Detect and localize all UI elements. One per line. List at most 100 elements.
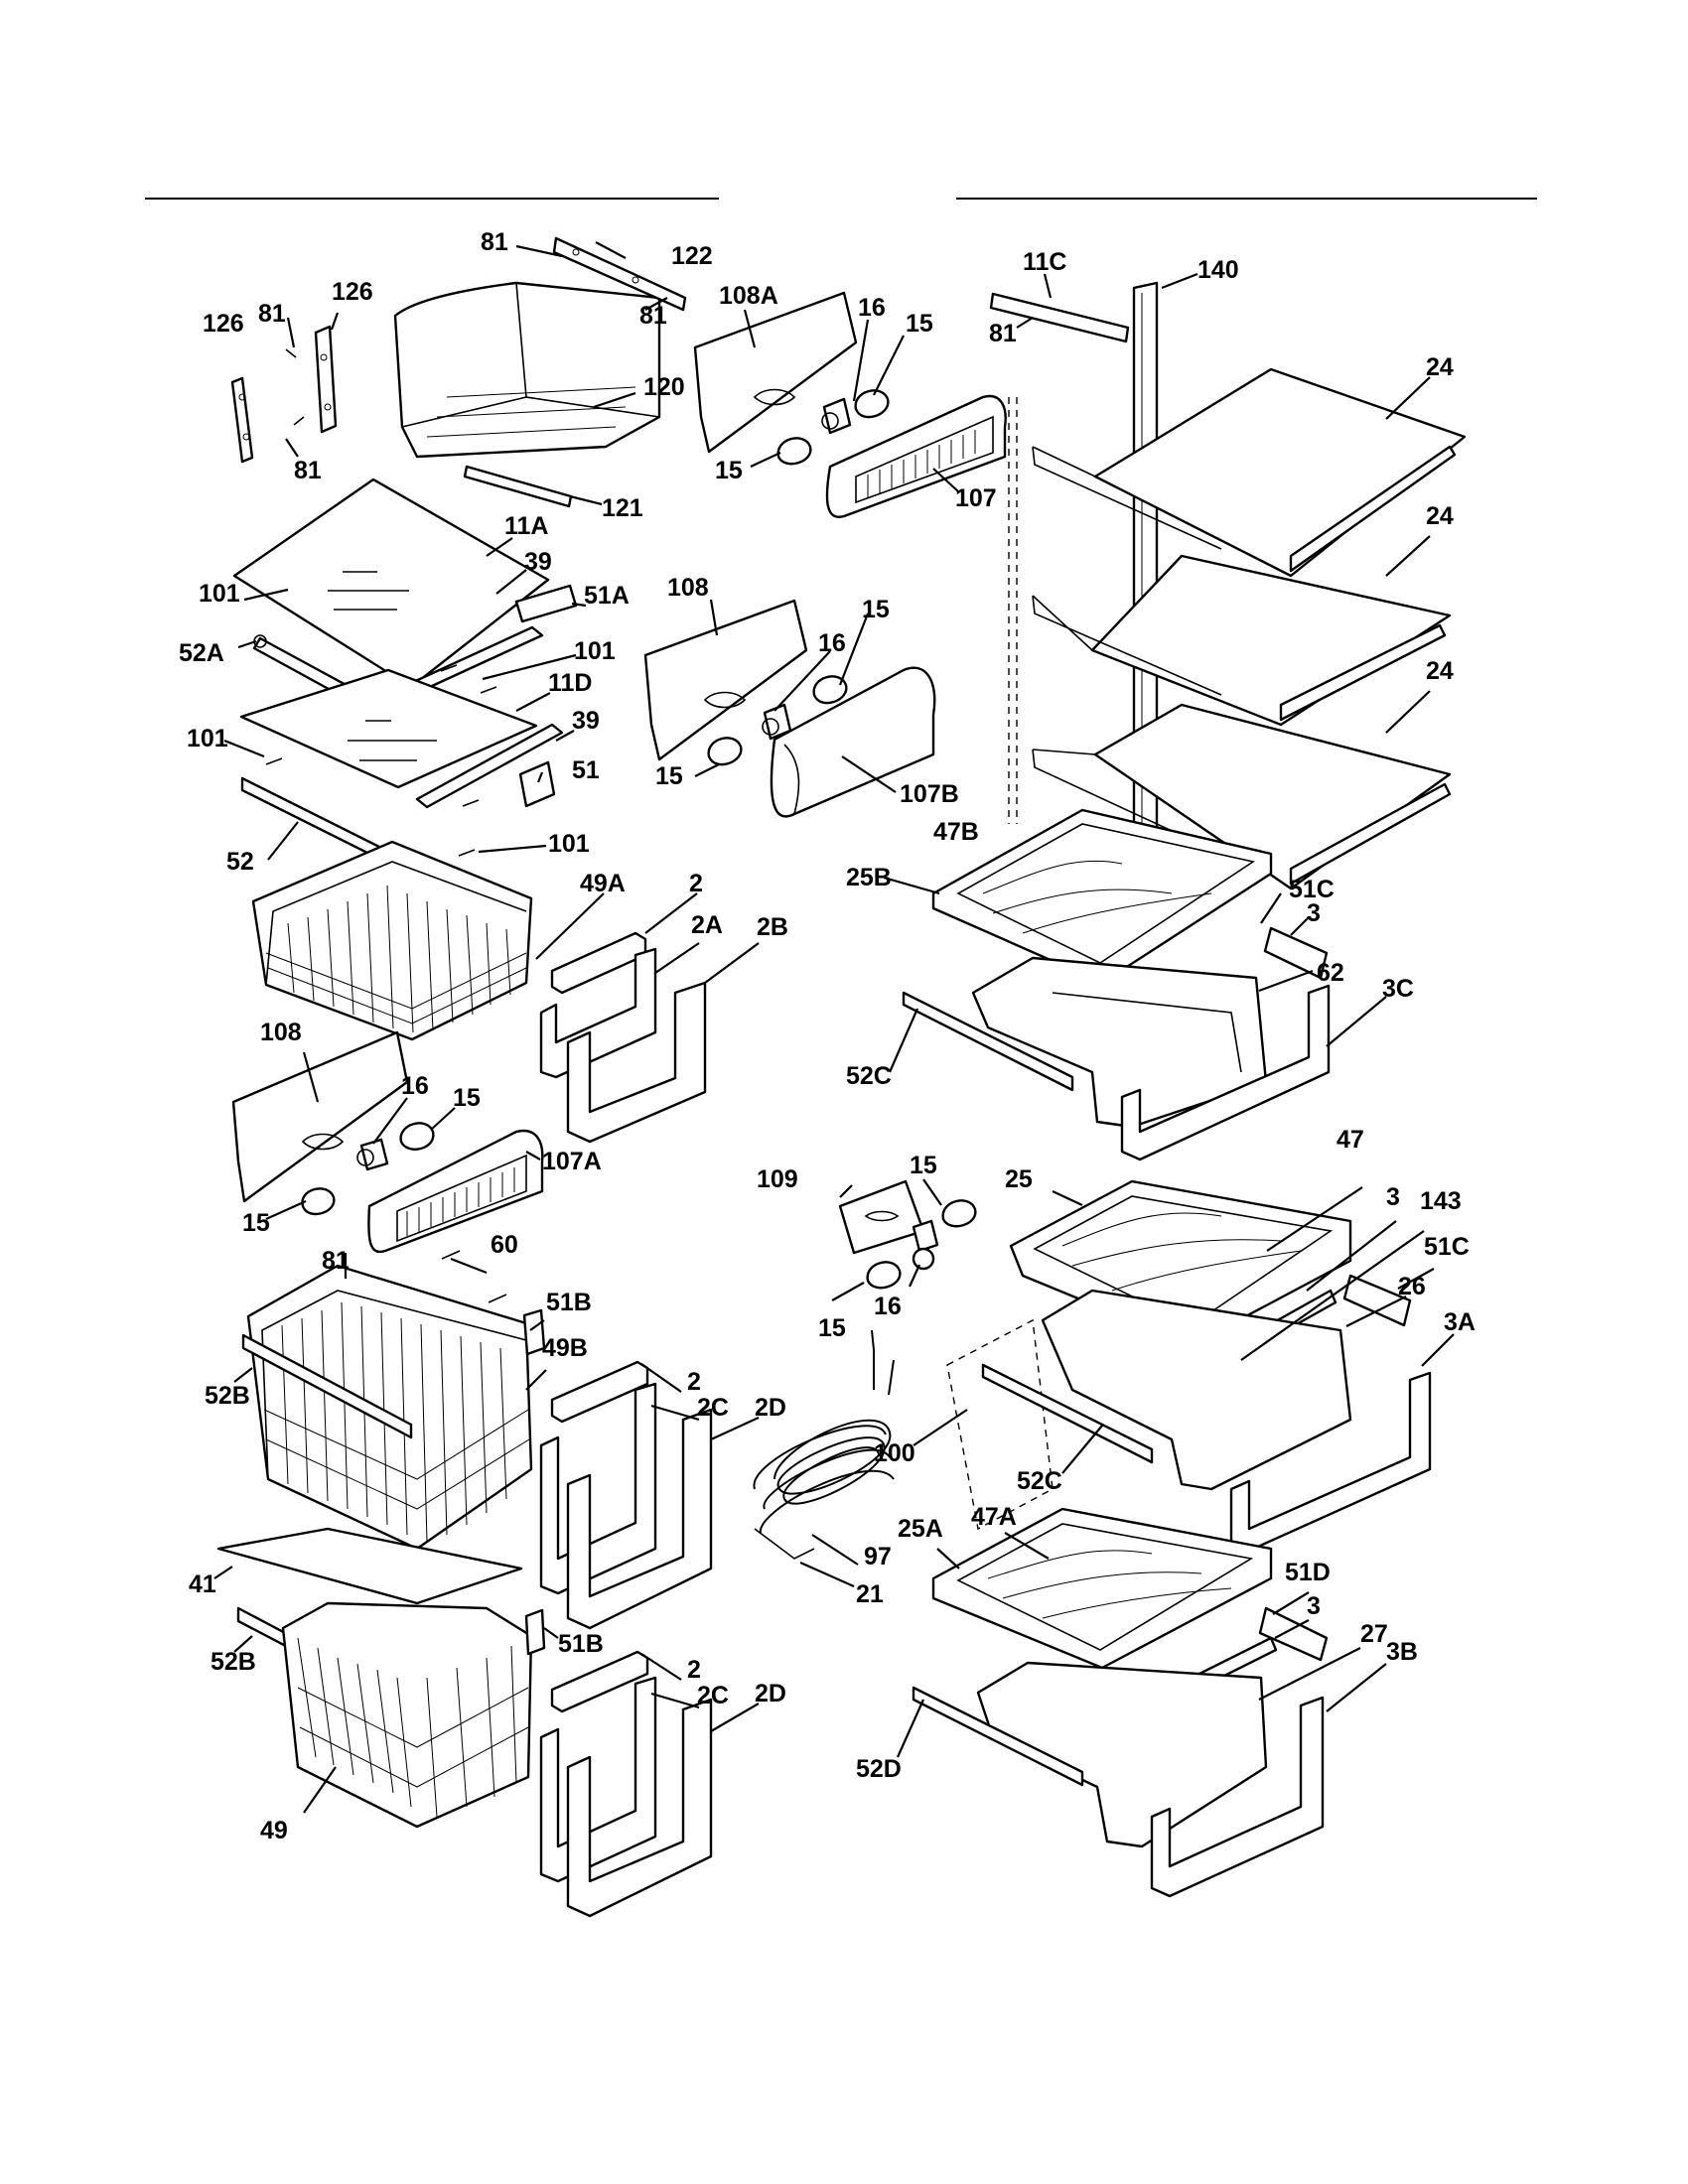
callout-52B-b: 52B xyxy=(211,1648,256,1676)
callout-15-e: 15 xyxy=(453,1084,481,1112)
door-bin-2C-lower xyxy=(539,1676,657,1883)
callout-2C-a: 2C xyxy=(697,1394,729,1422)
callout-52C-a: 52C xyxy=(846,1062,892,1090)
rail-51 xyxy=(518,760,556,808)
callout-51C-b: 51C xyxy=(1424,1233,1470,1261)
callout-16-d: 16 xyxy=(874,1293,902,1320)
callout-3-b: 3 xyxy=(1386,1183,1400,1211)
callout-24-b: 24 xyxy=(1426,502,1454,530)
shelf-11A xyxy=(232,478,550,689)
callout-16-a: 16 xyxy=(858,294,886,322)
glass-47B xyxy=(982,860,1212,934)
callout-120: 120 xyxy=(643,373,685,401)
callout-47B: 47B xyxy=(933,818,979,846)
callout-100: 100 xyxy=(874,1439,915,1467)
callout-81-e: 81 xyxy=(322,1247,350,1275)
callout-121: 121 xyxy=(602,494,643,522)
rail-52C-lower xyxy=(981,1363,1154,1464)
front-3C xyxy=(1120,984,1331,1161)
basket-49A xyxy=(251,840,533,1041)
callout-24-a: 24 xyxy=(1426,353,1454,381)
callout-2-b: 2 xyxy=(687,1368,701,1396)
callout-101-a: 101 xyxy=(199,580,240,608)
bulb-15-lower xyxy=(301,1122,435,1216)
socket-16-upper xyxy=(821,397,852,435)
callout-52D: 52D xyxy=(856,1755,902,1783)
leader-lines xyxy=(213,241,1455,1814)
door-bin-2D-middle xyxy=(566,1408,713,1630)
callout-15-g: 15 xyxy=(910,1152,937,1179)
callout-2D-b: 2D xyxy=(755,1680,786,1707)
bracket-122 xyxy=(552,236,687,312)
callout-2-c: 2 xyxy=(687,1656,701,1684)
callout-51B-a: 51B xyxy=(546,1289,592,1316)
callout-108-b: 108 xyxy=(260,1019,302,1046)
light-cover-108-middle xyxy=(643,599,808,761)
callout-81-b: 81 xyxy=(294,457,322,484)
callout-101-b: 101 xyxy=(574,637,616,665)
callout-25A: 25A xyxy=(898,1515,943,1543)
bulb-15-middle xyxy=(707,675,848,766)
bracket-126-left xyxy=(230,376,254,464)
basket-49B xyxy=(246,1264,533,1551)
trim-39-lower xyxy=(415,723,564,809)
door-bin-2D-lower xyxy=(566,1698,713,1918)
crisper-cover-25B xyxy=(931,808,1273,985)
callout-108A: 108A xyxy=(719,282,778,310)
front-3B xyxy=(1150,1696,1325,1898)
callout-108-a: 108 xyxy=(667,574,709,602)
callout-2D-a: 2D xyxy=(755,1394,786,1422)
basket-49 xyxy=(281,1601,533,1829)
callout-11C: 11C xyxy=(1023,248,1066,276)
callout-16-c: 16 xyxy=(401,1072,429,1100)
callout-51B-b: 51B xyxy=(558,1630,604,1658)
callout-47: 47 xyxy=(1336,1126,1364,1154)
callout-49: 49 xyxy=(260,1817,288,1844)
rail-dashed-left xyxy=(1008,397,1018,824)
callout-3-c: 3 xyxy=(1307,1592,1321,1620)
shelf-24-middle xyxy=(1032,554,1452,727)
light-cover-108A xyxy=(693,291,858,454)
duct-100 xyxy=(946,1318,1054,1531)
callout-52C-b: 52C xyxy=(1017,1467,1062,1495)
rail-52D xyxy=(912,1686,1084,1787)
callout-39-b: 39 xyxy=(572,707,600,735)
lens-107B xyxy=(770,666,936,818)
callout-97: 97 xyxy=(864,1543,892,1570)
rail-51A xyxy=(514,584,578,623)
callout-11D: 11D xyxy=(548,669,592,697)
callout-109: 109 xyxy=(757,1165,798,1193)
callout-126-right: 126 xyxy=(332,278,373,306)
rail-51B-upper xyxy=(522,1308,546,1356)
door-bin-2-lower xyxy=(550,1650,649,1713)
bracket-126-right xyxy=(314,325,338,434)
callout-3-a: 3 xyxy=(1307,899,1321,927)
callout-81-d: 81 xyxy=(989,320,1017,347)
callout-labels: 126 81 126 81 81 122 81 120 121 108A 16 … xyxy=(179,228,1476,1844)
callout-47A: 47A xyxy=(971,1503,1017,1531)
callout-2-a: 2 xyxy=(689,870,703,897)
rail-51C-upper xyxy=(1263,926,1329,980)
callout-81-a: 81 xyxy=(258,300,286,328)
callout-143: 143 xyxy=(1420,1187,1462,1215)
glass-47 xyxy=(1061,1212,1302,1292)
light-cover-108-lower xyxy=(231,1030,409,1203)
callout-25B: 25B xyxy=(846,864,892,891)
callout-52B-a: 52B xyxy=(205,1382,250,1410)
callout-41: 41 xyxy=(189,1570,216,1598)
callout-39-a: 39 xyxy=(524,548,552,576)
rail-52B-upper xyxy=(241,1333,413,1439)
callout-107A: 107A xyxy=(542,1148,602,1175)
callout-107B: 107B xyxy=(900,780,959,808)
callout-16-b: 16 xyxy=(818,629,846,657)
callout-101-d: 101 xyxy=(548,830,590,858)
callout-52: 52 xyxy=(226,848,254,876)
lens-107 xyxy=(825,394,1007,518)
divider-41 xyxy=(216,1527,523,1605)
callout-51A: 51A xyxy=(584,582,630,610)
callout-51D: 51D xyxy=(1285,1559,1331,1586)
door-bin-2-middle xyxy=(550,1360,649,1424)
shelf-24-bottom xyxy=(1032,703,1452,890)
bulb-15-center xyxy=(866,1199,977,1290)
shelf-24-top xyxy=(1032,367,1467,578)
